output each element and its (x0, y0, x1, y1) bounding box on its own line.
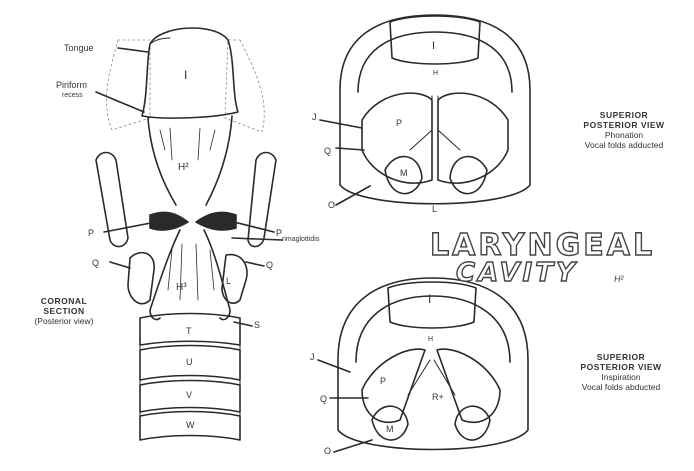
label-ring-u: U (186, 357, 193, 367)
bottom-label-o: O (324, 446, 331, 456)
label-piriform: Piriform (56, 80, 87, 90)
label-subglottic-h3: H³ (176, 282, 187, 293)
top-label-o: O (328, 200, 335, 210)
superior-view-inspiration-drawing (318, 278, 528, 452)
bottom-label-p: P (380, 376, 386, 386)
label-cartilage-l: L (226, 276, 231, 286)
bottom-caption-line1: Inspiration (552, 372, 690, 382)
bottom-caption-title: SUPERIOR POSTERIOR VIEW (552, 352, 690, 372)
top-label-i: I (432, 40, 435, 52)
label-fold-p-left: P (88, 228, 94, 238)
label-fold-q-right: Q (266, 260, 273, 270)
superior-view-phonation-drawing (320, 15, 530, 205)
bottom-caption-line2: Vocal folds abducted (552, 382, 690, 392)
top-caption: SUPERIOR POSTERIOR VIEW Phonation Vocal … (558, 110, 690, 150)
label-ring-w: W (186, 420, 195, 430)
top-label-h: H (433, 70, 438, 77)
top-caption-line2: Vocal folds adducted (558, 140, 690, 150)
top-caption-title: SUPERIOR POSTERIOR VIEW (558, 110, 690, 130)
top-label-j: J (312, 112, 317, 122)
label-fold-q-left: Q (92, 258, 99, 268)
bottom-label-j: J (310, 352, 315, 362)
label-tongue: Tongue (64, 43, 94, 53)
bottom-label-q: Q (320, 394, 327, 404)
top-caption-line1: Phonation (558, 130, 690, 140)
label-ring-t: T (186, 326, 192, 336)
coronal-caption-sub: (Posterior view) (14, 316, 114, 326)
label-rimaglottidis: rimaglottidis (282, 236, 319, 243)
label-ring-v: V (186, 390, 192, 400)
coronal-section-drawing (96, 28, 282, 440)
top-label-m: M (400, 168, 408, 178)
coronal-caption: CORONAL SECTION (Posterior view) (14, 296, 114, 326)
bottom-label-h: H (428, 336, 433, 343)
label-piriform-recess: recess (62, 92, 83, 99)
label-vestibule-h2: H² (178, 162, 189, 173)
title-cavity: CAVITY (456, 258, 578, 288)
bottom-label-i: I (428, 292, 431, 306)
bottom-caption: SUPERIOR POSTERIOR VIEW Inspiration Voca… (552, 352, 690, 392)
bottom-label-ra: R+ (432, 392, 444, 402)
top-label-p: P (396, 118, 402, 128)
top-label-q: Q (324, 146, 331, 156)
label-epiglottis-i: I (184, 68, 187, 82)
bottom-label-m: M (386, 424, 394, 434)
label-s: S (254, 320, 260, 330)
coronal-caption-title: CORONAL SECTION (14, 296, 114, 316)
title-subscript: H² (614, 274, 624, 284)
top-label-l: L (432, 204, 437, 214)
